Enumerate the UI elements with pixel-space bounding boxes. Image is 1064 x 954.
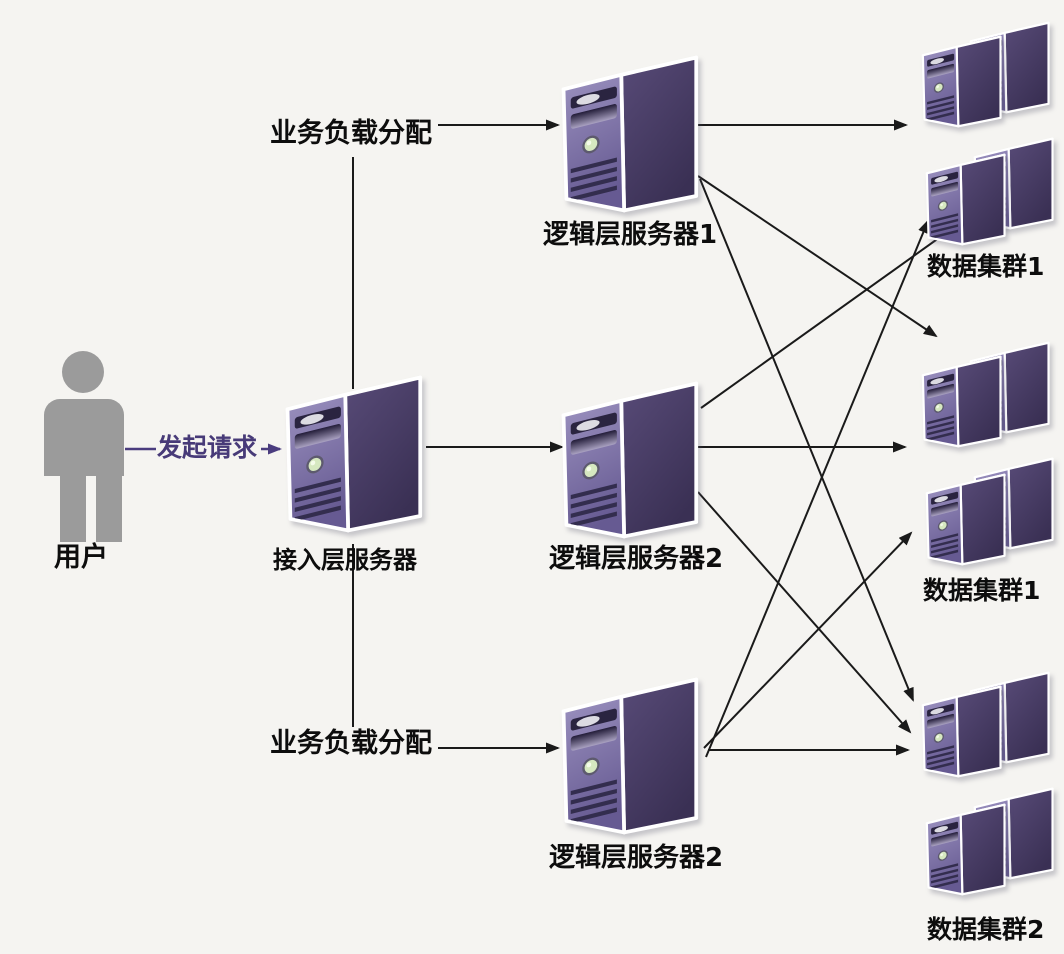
arrow-logic2-cluster1 (700, 228, 952, 409)
logic-server-3-label: 逻辑层服务器2 (549, 843, 724, 873)
arrow-logic3-cluster1 (705, 219, 929, 758)
data-cluster-3-icon (923, 673, 1053, 894)
load-balance-label-top: 业务负载分配 (270, 118, 432, 149)
arrow-logic3-cluster2 (703, 531, 913, 749)
user-label: 用户 (54, 542, 108, 573)
data-cluster-3-label: 数据集群2 (927, 915, 1045, 944)
load-balance-label-bottom: 业务负载分配 (270, 728, 432, 759)
data-cluster-1-icon (923, 23, 1053, 244)
data-cluster-2-icon (923, 343, 1053, 564)
logic-server-1-label: 逻辑层服务器1 (543, 220, 718, 250)
request-arrow-label: 发起请求 (157, 433, 258, 462)
arrow-logic2-cluster3 (697, 491, 912, 734)
logic-server-2-icon (564, 384, 697, 537)
access-server-label: 接入层服务器 (273, 546, 417, 574)
logic-server-1-icon (564, 58, 697, 211)
logic-server-2-label: 逻辑层服务器2 (549, 544, 724, 574)
logic-server-3-icon (564, 680, 697, 833)
data-cluster-1-label: 数据集群1 (927, 252, 1045, 281)
data-cluster-2-label: 数据集群1 (923, 576, 1041, 605)
connector-lines (125, 119, 952, 758)
arrow-logic1-cluster3 (699, 178, 914, 702)
arrow-logic1-cluster2 (697, 175, 938, 338)
access-layer-server-icon (288, 378, 421, 531)
user-icon (44, 351, 124, 542)
